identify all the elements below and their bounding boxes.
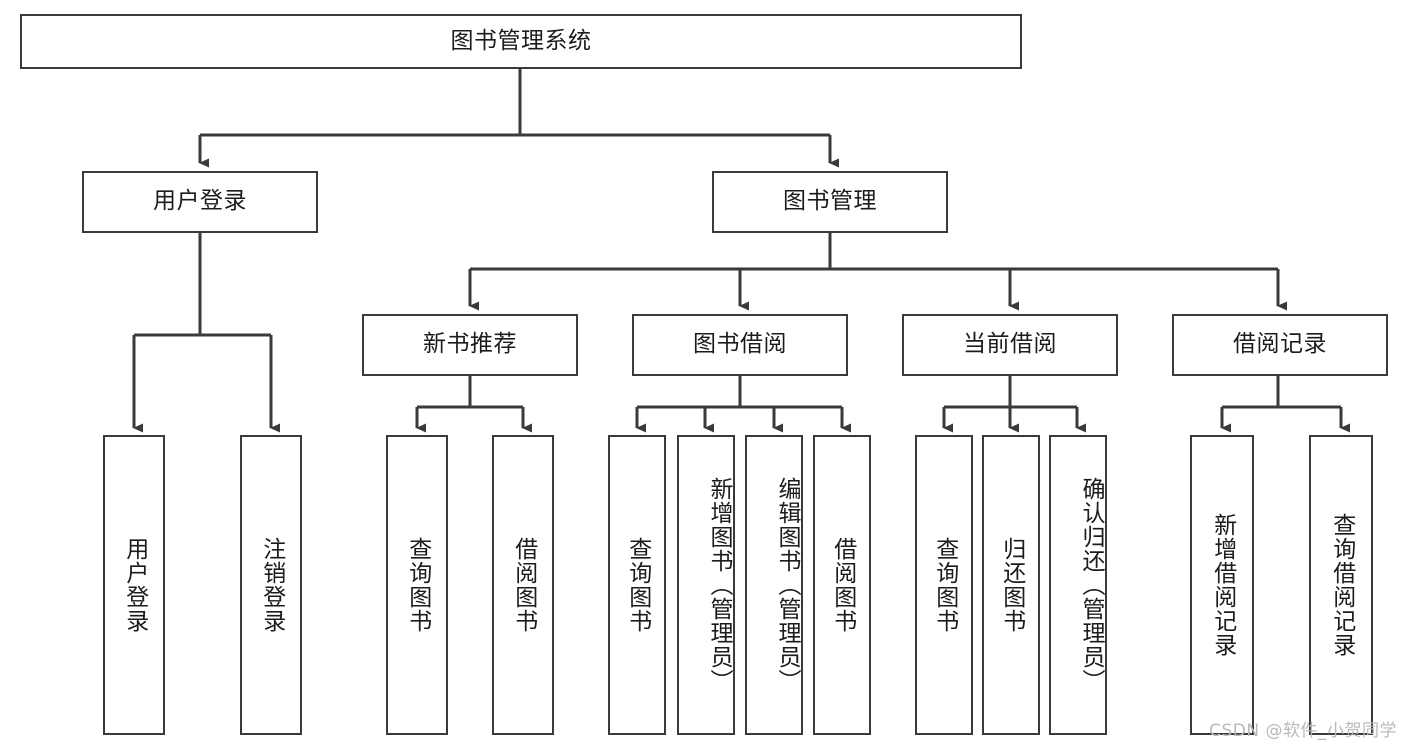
node-label: 编辑图书（管理员） <box>774 477 800 693</box>
node-leaf-query-record[interactable]: 查询借阅记录 <box>1309 435 1373 735</box>
node-label: 图书借阅 <box>693 331 787 358</box>
node-label: 注销登录 <box>258 537 285 633</box>
node-book-borrow[interactable]: 图书借阅 <box>632 314 848 376</box>
node-leaf-confirm-return[interactable]: 确认归还（管理员） <box>1049 435 1107 735</box>
node-book-management[interactable]: 图书管理 <box>712 171 948 233</box>
node-label: 归还图书 <box>998 537 1025 633</box>
node-label: 图书管理系统 <box>450 27 592 54</box>
node-label: 新增图书（管理员） <box>706 477 732 693</box>
node-leaf-edit-book[interactable]: 编辑图书（管理员） <box>745 435 803 735</box>
node-current-borrow[interactable]: 当前借阅 <box>902 314 1118 376</box>
node-user-login[interactable]: 用户登录 <box>82 171 318 233</box>
node-label: 确认归还（管理员） <box>1078 477 1104 693</box>
node-book-management-system[interactable]: 图书管理系统 <box>20 14 1022 69</box>
node-leaf-return-book[interactable]: 归还图书 <box>982 435 1040 735</box>
node-leaf-query-book-1[interactable]: 查询图书 <box>386 435 448 735</box>
node-label: 查询图书 <box>624 537 651 633</box>
node-leaf-add-record[interactable]: 新增借阅记录 <box>1190 435 1254 735</box>
node-label: 新增借阅记录 <box>1209 513 1236 657</box>
node-label: 用户登录 <box>121 537 148 633</box>
node-leaf-borrow-book-1[interactable]: 借阅图书 <box>492 435 554 735</box>
watermark: CSDN @软件_小贺同学 <box>1209 721 1397 741</box>
node-label: 借阅图书 <box>829 537 856 633</box>
node-new-book-recommend[interactable]: 新书推荐 <box>362 314 578 376</box>
node-label: 借阅图书 <box>510 537 537 633</box>
node-leaf-add-book[interactable]: 新增图书（管理员） <box>677 435 735 735</box>
node-label: 用户登录 <box>153 188 247 215</box>
node-label: 查询图书 <box>404 537 431 633</box>
node-label: 借阅记录 <box>1233 331 1327 358</box>
node-leaf-borrow-book-2[interactable]: 借阅图书 <box>813 435 871 735</box>
node-label: 查询借阅记录 <box>1328 513 1355 657</box>
node-borrow-record[interactable]: 借阅记录 <box>1172 314 1388 376</box>
node-leaf-user-login[interactable]: 用户登录 <box>103 435 165 735</box>
node-label: 图书管理 <box>783 188 877 215</box>
node-label: 查询图书 <box>931 537 958 633</box>
node-label: 当前借阅 <box>963 331 1057 358</box>
node-leaf-query-book-3[interactable]: 查询图书 <box>915 435 973 735</box>
node-leaf-query-book-2[interactable]: 查询图书 <box>608 435 666 735</box>
node-leaf-logout-login[interactable]: 注销登录 <box>240 435 302 735</box>
node-label: 新书推荐 <box>423 331 517 358</box>
